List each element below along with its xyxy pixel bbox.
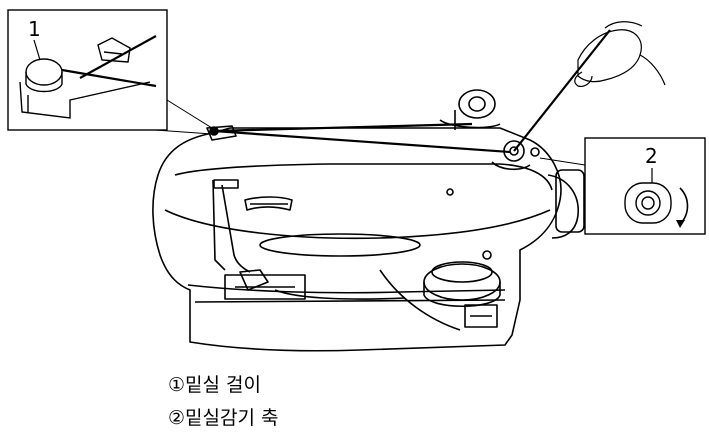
legend-text-1: 밑실 걸이 xyxy=(185,374,262,396)
callout-box-1: 1 xyxy=(7,9,213,135)
legend-item-2: ②밑실감기 축 xyxy=(168,403,279,430)
callout-box-2: 2 xyxy=(539,137,706,235)
thread-path xyxy=(213,29,611,154)
legend-marker-1: ① xyxy=(168,374,186,396)
sewing-machine xyxy=(152,89,585,352)
hand-holding-thread xyxy=(574,21,666,87)
legend-item-1: ①밑실 걸이 xyxy=(168,370,261,397)
callout-number-2: 2 xyxy=(645,144,658,168)
callout-number-1: 1 xyxy=(28,17,41,41)
legend-marker-2: ② xyxy=(168,407,186,429)
legend-text-2: 밑실감기 축 xyxy=(185,407,279,429)
